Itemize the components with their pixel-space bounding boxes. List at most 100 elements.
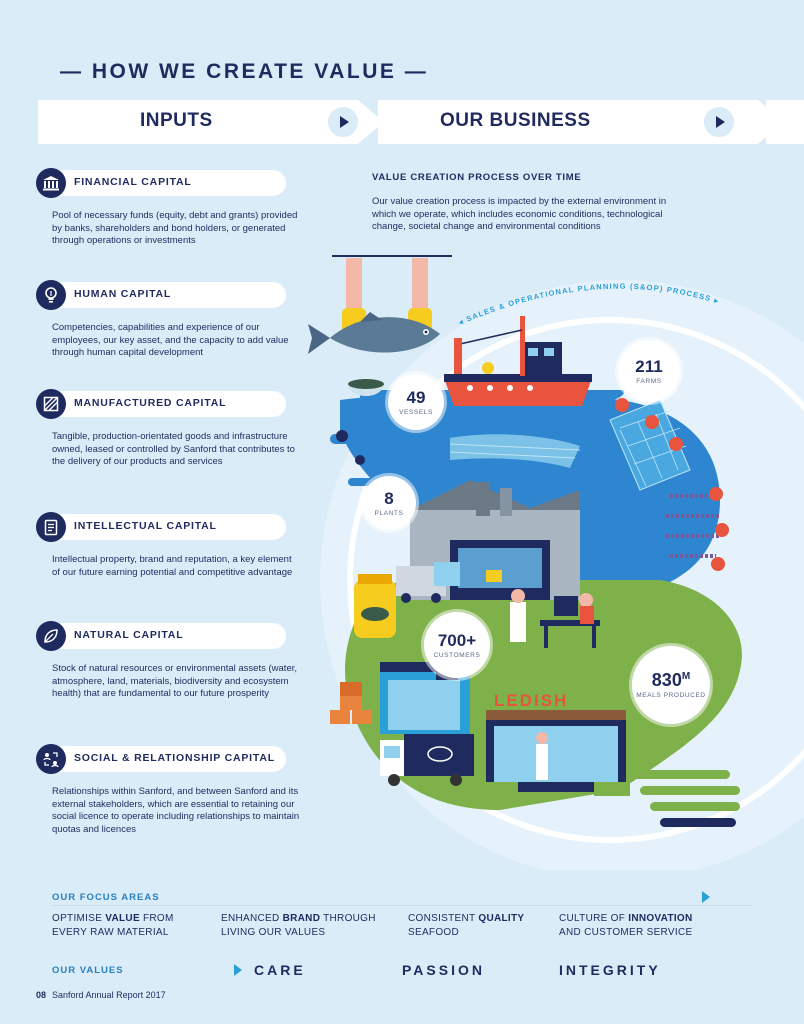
value-chain-illustration: ◂ SALES & OPERATIONAL PLANNING (S&OP) PR… (300, 250, 804, 880)
stat-number: 8 (384, 488, 394, 508)
mussel-bowl (348, 379, 384, 396)
values-title: OUR VALUES (52, 965, 124, 976)
focus-text: AND CUSTOMER SERVICE (559, 927, 693, 938)
stat-label: FARMS (636, 377, 662, 385)
play-icon (716, 116, 725, 128)
section-banner: INPUTS OUR BUSINESS (38, 100, 804, 144)
mussel-lines (666, 494, 720, 558)
capital-natural: NATURAL CAPITAL Stock of natural resourc… (36, 621, 297, 701)
capital-social: SOCIAL & RELATIONSHIP CAPITAL Relationsh… (36, 744, 299, 836)
arrow-right-icon (234, 964, 242, 976)
report-name: Sanford Annual Report 2017 (52, 990, 166, 1000)
mussel-jar (354, 574, 396, 638)
value-passion: PASSION (402, 962, 485, 978)
process-ring (347, 317, 804, 843)
capital-description: Intellectual property, brand and reputat… (52, 554, 293, 578)
capital-title: HUMAN CAPITAL (74, 288, 172, 300)
stat-number: 830M (652, 671, 690, 689)
produce-crates (330, 682, 372, 724)
play-icon (340, 116, 349, 128)
focus-areas-title: OUR FOCUS AREAS (52, 892, 160, 903)
stat-label: PLANTS (374, 509, 404, 517)
stat-number: 700+ (437, 630, 477, 650)
capital-title: SOCIAL & RELATIONSHIP CAPITAL (74, 752, 275, 764)
inputs-next-button[interactable] (328, 107, 358, 137)
capital-title: MANUFACTURED CAPITAL (74, 397, 227, 409)
focus-item-innovation: CULTURE OF INNOVATION AND CUSTOMER SERVI… (559, 912, 693, 940)
stat-superscript: M (681, 671, 691, 682)
focus-text: THROUGH (320, 913, 376, 924)
stat-label: MEALS PRODUCED (636, 692, 706, 699)
banner-tail (766, 100, 804, 144)
arrow-right-icon (702, 891, 710, 903)
stat-customers: 700+ CUSTOMERS (424, 612, 490, 678)
capital-pill (50, 170, 286, 196)
focus-item-value: OPTIMISE VALUE FROM EVERY RAW MATERIAL (52, 912, 174, 940)
fish-net (449, 434, 581, 468)
leg-right (412, 258, 428, 314)
value-creation-title: VALUE CREATION PROCESS OVER TIME (372, 172, 582, 183)
stat-vessels: 49 VESSELS (388, 374, 444, 430)
focus-text: EVERY RAW MATERIAL (52, 927, 169, 938)
fishing-vessel (444, 316, 592, 406)
capital-description: Tangible, production-orientated goods an… (52, 431, 295, 467)
focus-text: SEAFOOD (408, 927, 459, 938)
value-care: CARE (254, 962, 306, 978)
capital-title: INTELLECTUAL CAPITAL (74, 520, 217, 532)
inputs-heading: INPUTS (140, 110, 213, 131)
value-integrity: INTEGRITY (559, 962, 661, 978)
capital-pill (50, 746, 286, 772)
capital-title: NATURAL CAPITAL (74, 629, 184, 641)
capital-financial: FINANCIAL CAPITAL Pool of necessary fund… (36, 168, 297, 248)
capital-description: Stock of natural resources or environmen… (52, 663, 298, 699)
focus-divider (52, 905, 752, 906)
focus-keyword: BRAND (282, 913, 321, 924)
capital-pill (50, 282, 286, 308)
buoys (615, 398, 729, 571)
focus-text: OPTIMISE (52, 913, 106, 924)
people-exchange-icon (36, 744, 66, 774)
focus-text: CULTURE OF (559, 913, 629, 924)
capital-pill (50, 391, 286, 417)
page-footer: 08 Sanford Annual Report 2017 (36, 990, 166, 1000)
page-number: 08 (36, 990, 47, 1000)
focus-text: FROM (139, 913, 174, 924)
value-creation-description: Our value creation process is impacted b… (372, 196, 667, 232)
lab-scene (510, 589, 600, 648)
capital-intellectual: INTELLECTUAL CAPITAL Intellectual proper… (36, 512, 296, 579)
retail-store (380, 658, 470, 734)
stat-number: 49 (406, 387, 426, 407)
focus-keyword: INNOVATION (628, 913, 693, 924)
bank-icon (36, 168, 66, 198)
focus-item-brand: ENHANCED BRAND THROUGH LIVING OUR VALUES (221, 912, 376, 940)
restaurant: LEDISH (482, 691, 630, 796)
capital-human: HUMAN CAPITAL Competencies, capabilities… (36, 280, 296, 360)
lightbulb-icon (36, 280, 66, 310)
fish-illustration (308, 312, 440, 354)
focus-keyword: VALUE (105, 913, 140, 924)
stat-number-value: 830 (651, 670, 682, 690)
focus-keyword: QUALITY (478, 913, 525, 924)
leg-left (346, 258, 362, 314)
page-title: — HOW WE CREATE VALUE — (60, 60, 429, 83)
stat-label: VESSELS (399, 408, 433, 416)
focus-item-quality: CONSISTENT QUALITY SEAFOOD (408, 912, 524, 940)
processing-plant (396, 480, 580, 603)
delivery-truck (380, 734, 474, 786)
business-next-button[interactable] (704, 107, 734, 137)
focus-text: ENHANCED (221, 913, 283, 924)
value-chain-graphic: ◂ SALES & OPERATIONAL PLANNING (S&OP) PR… (308, 255, 804, 880)
stat-farms: 211 FARMS (618, 340, 680, 402)
stat-label: CUSTOMERS (433, 651, 481, 659)
capital-description: Competencies, capabilities and experienc… (52, 322, 289, 358)
capital-pill (50, 514, 286, 540)
leaf-icon (36, 621, 66, 651)
business-heading: OUR BUSINESS (440, 110, 591, 131)
building-frame-icon (36, 389, 66, 419)
capital-title: FINANCIAL CAPITAL (74, 176, 192, 188)
stat-number: 211 (635, 356, 663, 376)
capital-description: Pool of necessary funds (equity, debt an… (52, 210, 298, 246)
restaurant-sign: LEDISH (494, 691, 568, 710)
focus-text: CONSISTENT (408, 913, 479, 924)
